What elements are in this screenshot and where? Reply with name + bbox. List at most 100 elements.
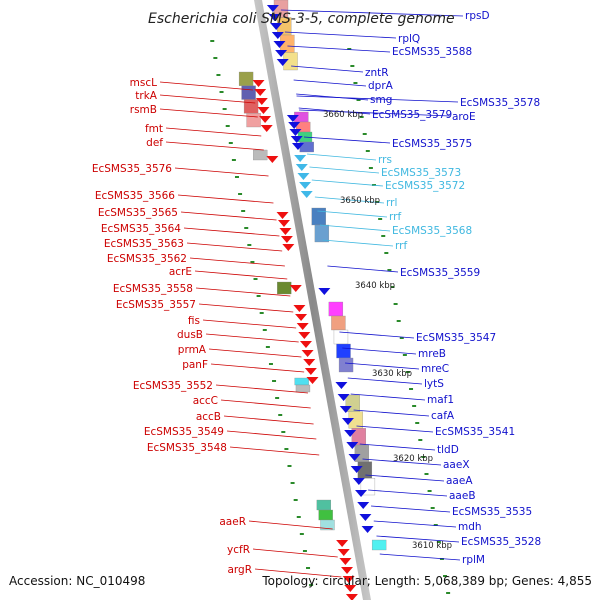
label-leader <box>373 520 457 528</box>
tick-dash <box>228 142 233 144</box>
gene-label[interactable]: aaeB <box>449 490 476 502</box>
gene-arrow <box>293 305 306 312</box>
gene-arrow <box>289 129 302 136</box>
gene-arrow <box>290 136 303 143</box>
gene-label[interactable]: aroE <box>452 111 476 123</box>
gene-label[interactable]: panF <box>182 359 208 371</box>
tick-dash <box>390 286 395 288</box>
gene-label[interactable]: EcSMS35_3549 <box>144 426 224 438</box>
tick-dash <box>353 82 358 84</box>
gene-label[interactable]: trkA <box>135 90 158 102</box>
gene-label[interactable]: rpsD <box>465 10 490 22</box>
gene-label[interactable]: EcSMS35_3564 <box>101 223 181 235</box>
gene-label[interactable]: EcSMS35_3573 <box>381 167 461 179</box>
gene-label[interactable]: zntR <box>365 67 389 79</box>
gene-label[interactable]: EcSMS35_3576 <box>92 163 172 175</box>
tick-dash <box>365 150 370 152</box>
gene-arrow <box>279 228 292 235</box>
gene-label[interactable]: lytS <box>424 378 444 390</box>
label-leader <box>303 136 391 144</box>
gene-label[interactable]: mreC <box>421 363 449 375</box>
gene-label[interactable]: rplQ <box>398 33 420 45</box>
gene-label[interactable]: EcSMS35_3559 <box>400 267 480 279</box>
gene-arrow <box>357 502 370 509</box>
gene-label[interactable]: aaeX <box>443 459 470 471</box>
tick-dash <box>231 159 236 161</box>
gene-label[interactable]: rplM <box>462 554 485 566</box>
gene-label[interactable]: EcSMS35_3575 <box>392 138 472 150</box>
gene-label[interactable]: rsmB <box>130 104 157 116</box>
gene-label[interactable]: EcSMS35_3541 <box>435 426 515 438</box>
annotation-block <box>338 357 354 373</box>
topology-text: Topology: circular; Length: 5,068,389 bp… <box>261 574 592 588</box>
gene-label[interactable]: smg <box>370 94 392 106</box>
label-leader <box>314 196 385 204</box>
gene-label[interactable]: mreB <box>418 348 446 360</box>
gene-label[interactable]: cafA <box>431 410 455 422</box>
gene-label[interactable]: EcSMS35_3579 <box>372 109 452 121</box>
tick-dash <box>278 414 283 416</box>
gene-label[interactable]: dusB <box>177 329 203 341</box>
gene-label[interactable]: aaeR <box>219 516 246 528</box>
label-leader <box>339 331 415 339</box>
gene-label[interactable]: accC <box>193 395 218 407</box>
gene-label[interactable]: prmA <box>178 344 207 356</box>
gene-label[interactable]: EcSMS35_3572 <box>385 180 465 192</box>
gene-label[interactable]: dprA <box>368 80 394 92</box>
gene-label[interactable]: EcSMS35_3562 <box>107 253 187 265</box>
tick-dash <box>396 320 401 322</box>
gene-label[interactable]: rrs <box>378 154 392 166</box>
gene-label[interactable]: ycfR <box>227 544 250 556</box>
label-leader <box>210 363 305 373</box>
gene-label[interactable]: rrl <box>386 197 397 209</box>
gene-arrow <box>289 285 302 292</box>
gene-label[interactable]: EcSMS35_3557 <box>116 299 196 311</box>
gene-label[interactable]: EcSMS35_3548 <box>147 442 227 454</box>
gene-label[interactable]: rrf <box>395 240 407 252</box>
gene-arrow <box>298 332 311 339</box>
gene-label[interactable]: argR <box>227 564 252 576</box>
gene-label[interactable]: EcSMS35_3563 <box>104 238 184 250</box>
gene-label[interactable]: EcSMS35_3588 <box>392 46 472 58</box>
gene-label[interactable]: EcSMS35_3568 <box>392 225 472 237</box>
tick-dash <box>309 584 314 586</box>
gene-arrow <box>339 406 352 413</box>
gene-label[interactable]: EcSMS35_3566 <box>95 190 175 202</box>
annotation-block <box>371 539 387 551</box>
gene-arrow <box>270 23 283 30</box>
gene-label[interactable]: EcSMS35_3552 <box>133 380 213 392</box>
gene-label[interactable]: def <box>146 137 163 149</box>
gene-label[interactable]: EcSMS35_3565 <box>98 207 178 219</box>
gene-arrow <box>295 314 308 321</box>
gene-label[interactable]: EcSMS35_3547 <box>416 332 496 344</box>
tick-dash <box>412 405 417 407</box>
gene-arrow <box>257 107 270 114</box>
gene-label[interactable]: EcSMS35_3558 <box>113 283 193 295</box>
gene-arrow <box>280 236 293 243</box>
gene-label[interactable]: mdh <box>458 521 482 533</box>
gene-label[interactable]: rrf <box>389 211 401 223</box>
gene-arrow <box>260 125 273 132</box>
gene-label[interactable]: tldD <box>437 444 459 456</box>
label-leader <box>327 265 399 273</box>
label-leader <box>293 79 367 87</box>
gene-label[interactable]: accB <box>196 411 221 423</box>
gene-arrow <box>303 359 316 366</box>
gene-label[interactable]: EcSMS35_3578 <box>460 97 540 109</box>
gene-label[interactable]: EcSMS35_3528 <box>461 536 541 548</box>
gene-arrow <box>359 514 372 521</box>
label-leader <box>202 319 297 329</box>
gene-label[interactable]: mscL <box>130 77 157 89</box>
gene-label[interactable]: fis <box>188 315 200 327</box>
gene-label[interactable]: maf1 <box>427 394 454 406</box>
gene-label[interactable]: aaeA <box>446 475 473 487</box>
tick-dash <box>387 269 392 271</box>
tick-dash <box>222 108 227 110</box>
gene-label[interactable]: EcSMS35_3535 <box>452 506 532 518</box>
label-leader <box>368 489 448 497</box>
tick-dash <box>213 57 218 59</box>
gene-label[interactable]: fmt <box>145 123 163 135</box>
gene-label[interactable]: acrE <box>169 266 192 278</box>
label-leader <box>299 109 451 117</box>
